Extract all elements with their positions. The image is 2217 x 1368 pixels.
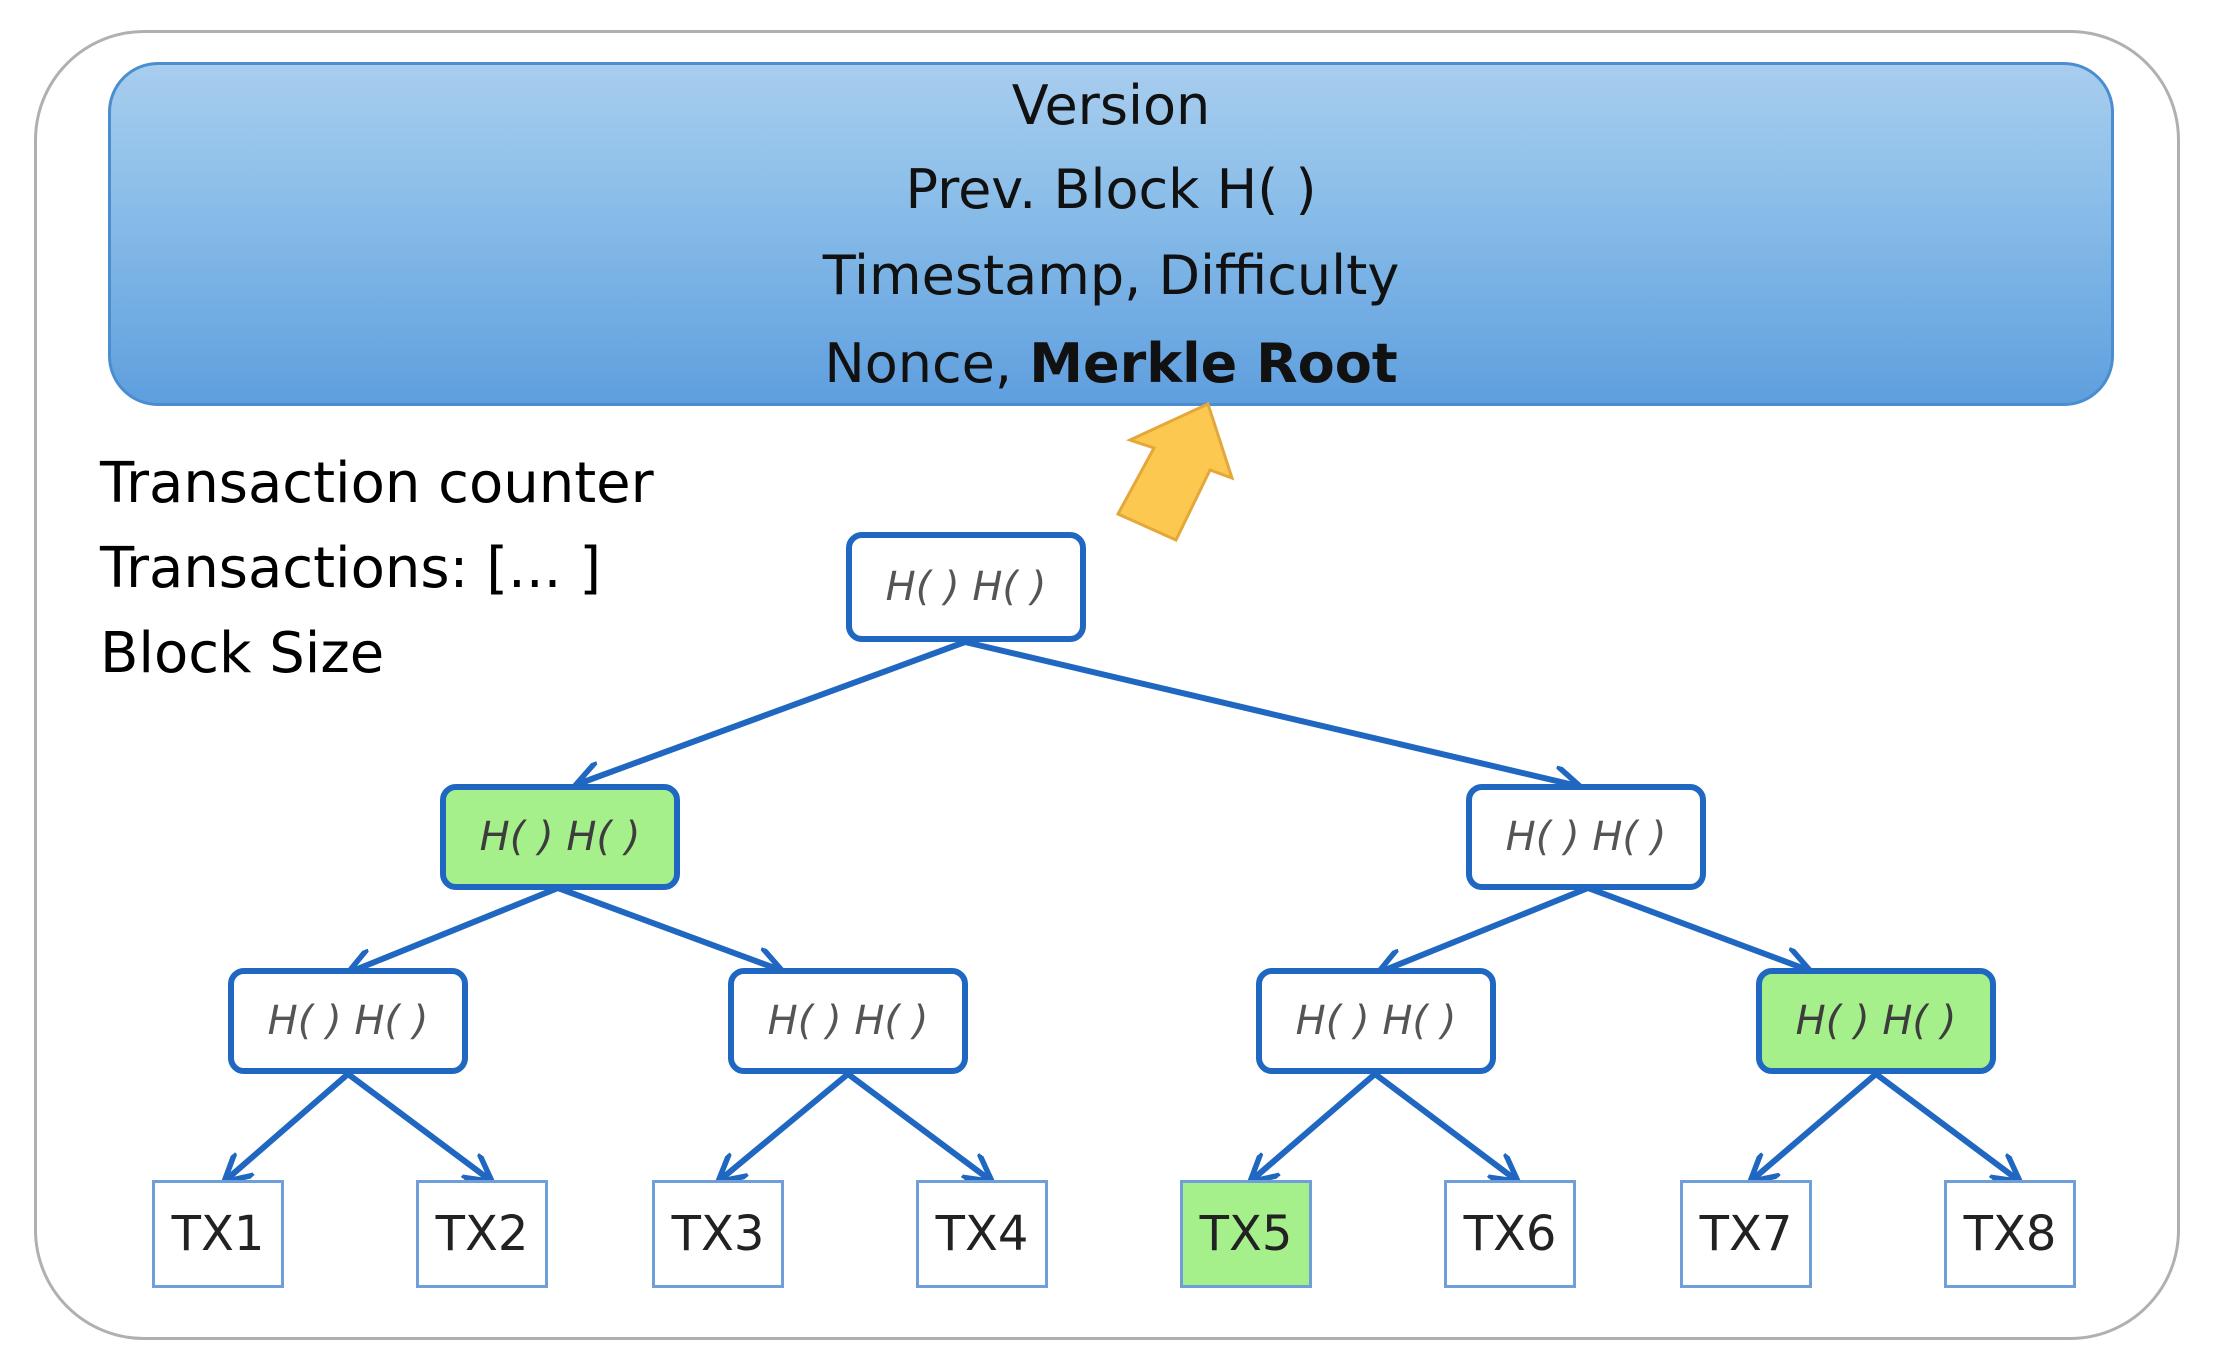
hash-node-rr: H( ) H( ) [1756,968,1996,1074]
edge-lr-tx4 [846,1071,990,1180]
edge-rr-tx8 [1874,1071,2018,1180]
merkle-root-node: H( ) H( ) [846,532,1086,642]
header-version: Version [1011,74,1211,137]
edge-right-rl [1380,885,1590,972]
edge-ll-tx2 [346,1071,490,1180]
edge-root-right [964,639,1578,786]
hash-node-ll: H( ) H( ) [228,968,468,1074]
block-header-box [108,62,2114,406]
hash-node-left: H( ) H( ) [440,784,680,890]
tx-leaf-5: TX5 [1180,1180,1312,1288]
tx-leaf-2: TX2 [416,1180,548,1288]
tx-leaf-8: TX8 [1944,1180,2076,1288]
tx-leaf-4: TX4 [916,1180,1048,1288]
header-timestamp-difficulty: Timestamp, Difficulty [822,244,1400,307]
edge-left-ll [350,885,560,972]
edge-lr-tx3 [720,1071,850,1180]
edge-rl-tx6 [1373,1071,1516,1180]
header-nonce: Nonce, [824,332,1030,395]
tx-leaf-6: TX6 [1444,1180,1576,1288]
meta-transactions: Transactions: [... ] [100,536,602,601]
hash-node-rl: H( ) H( ) [1256,968,1496,1074]
edge-rr-tx7 [1752,1071,1878,1180]
edge-rl-tx5 [1252,1071,1377,1180]
edge-root-left [578,639,967,784]
edge-ll-tx1 [226,1071,350,1180]
edge-right-rr [1586,885,1808,970]
header-merkle-root: Merkle Root [1029,332,1398,395]
merkle-root-arrow-icon [1115,401,1235,542]
meta-block-size: Block Size [100,621,385,686]
meta-transaction-counter: Transaction counter [100,451,654,516]
hash-node-lr: H( ) H( ) [728,968,968,1074]
tx-leaf-3: TX3 [652,1180,784,1288]
tx-leaf-1: TX1 [152,1180,284,1288]
header-nonce-merkle-root: Nonce, Merkle Root [108,334,2114,394]
hash-node-right: H( ) H( ) [1466,784,1706,890]
edge-left-lr [556,885,780,970]
header-prev-block: Prev. Block H( ) [905,158,1317,221]
tx-leaf-7: TX7 [1680,1180,1812,1288]
